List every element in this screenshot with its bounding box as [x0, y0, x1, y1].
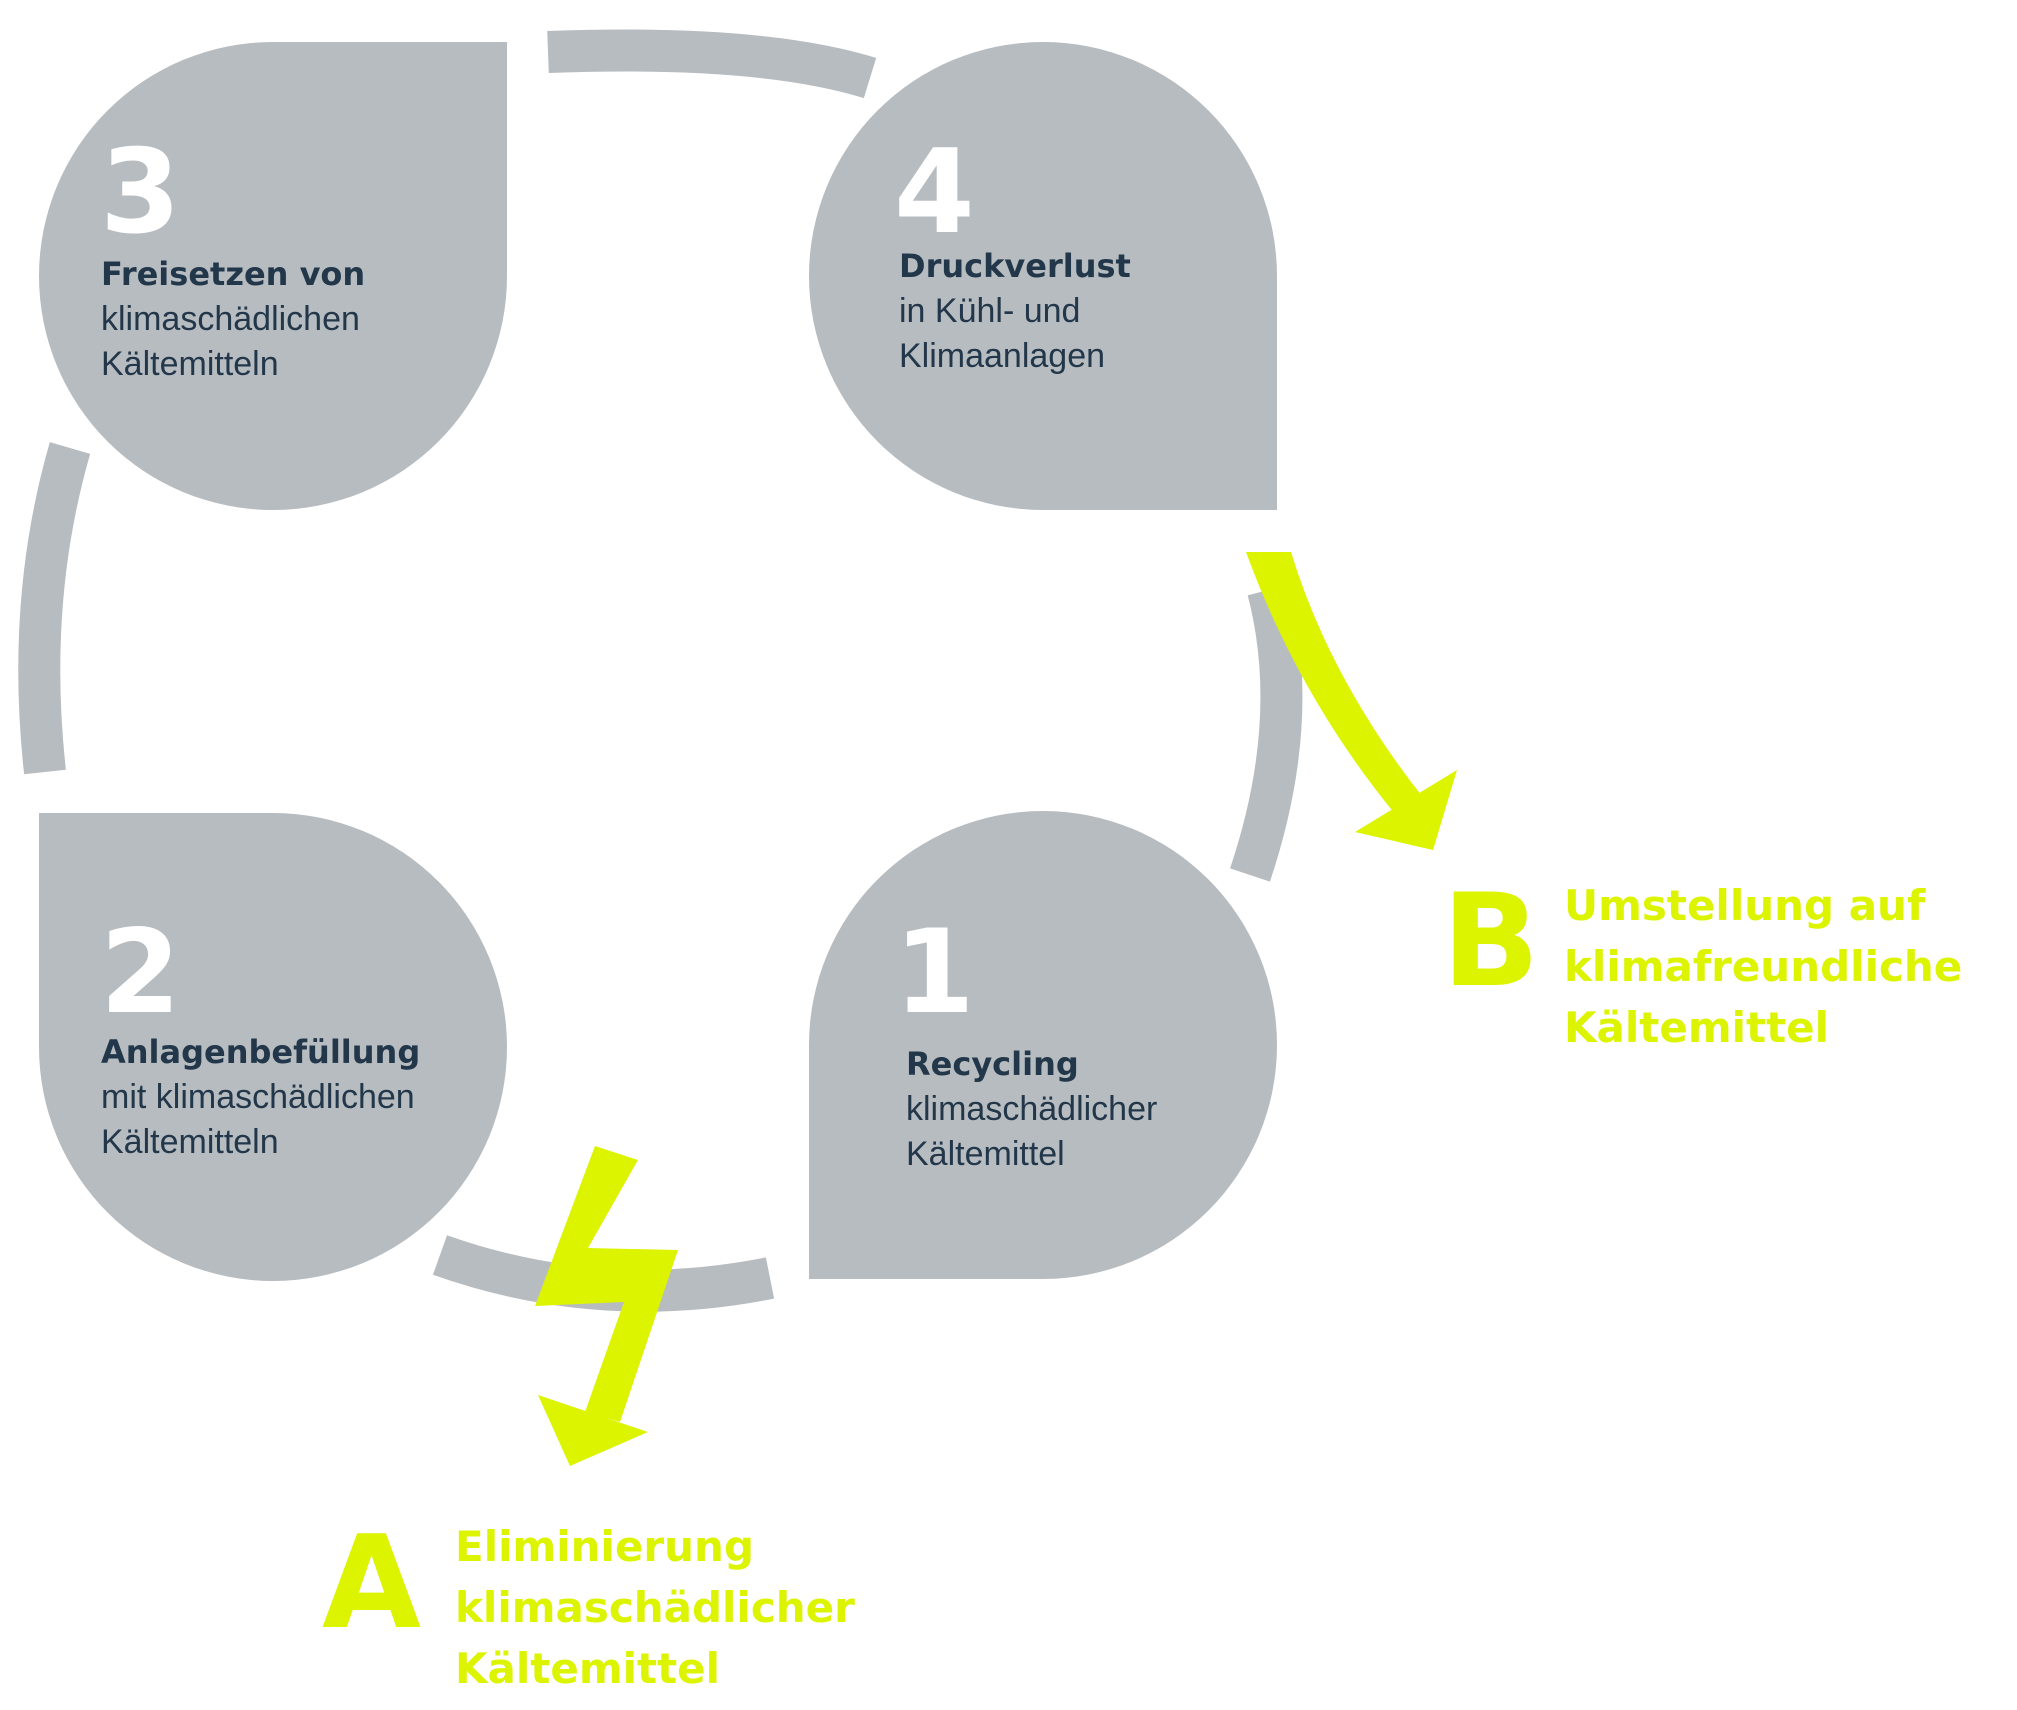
lightning-arrow-icon [535, 1146, 678, 1466]
curved-arrow-head [1355, 770, 1457, 850]
outcome-a-line-1: Eliminierung [455, 1522, 755, 1571]
step-4-number: 4 [894, 125, 975, 260]
step-4-line-2: Klimaanlagen [899, 337, 1106, 375]
step-4-line-1: in Kühl- und [899, 292, 1081, 330]
step-1-label: Recycling klimaschädlicher Kältemittel [906, 1042, 1157, 1177]
step-1-line-1: klimaschädlicher [906, 1090, 1158, 1128]
outcome-b-line-3: Kältemittel [1564, 1003, 1830, 1052]
curved-arrow-icon [1246, 552, 1457, 850]
outcome-a-line-2: klimaschädlicher [455, 1583, 855, 1632]
step-2-line-2: Kältemitteln [101, 1123, 279, 1161]
outcome-a-line-3: Kältemittel [455, 1644, 721, 1693]
step-2-shape [39, 813, 507, 1281]
step-3-line-2: Kältemitteln [101, 345, 279, 383]
outcome-b-letter: B [1442, 867, 1540, 1016]
step-2-line-1: mit klimaschädlichen [101, 1078, 415, 1116]
step-3-shape [39, 42, 507, 510]
step-1-line-2: Kältemittel [906, 1135, 1065, 1173]
step-4-shape [809, 42, 1277, 510]
outcome-a-letter: A [322, 1509, 422, 1658]
ring-segment-left [18, 442, 91, 775]
outcome-b-label: Umstellung auf klimafreundliche Kältemit… [1564, 875, 1962, 1058]
step-1-number: 1 [894, 905, 975, 1040]
ring-segment-top [547, 29, 877, 99]
lightning-bolt [535, 1146, 678, 1422]
step-1-shape [809, 811, 1277, 1279]
step-3-line-1: klimaschädlichen [101, 300, 360, 338]
step-4-label: Druckverlust in Kühl- und Klimaanlagen [899, 244, 1131, 379]
outcome-a-label: Eliminierung klimaschädlicher Kältemitte… [455, 1516, 855, 1699]
step-3-title: Freisetzen von [101, 255, 366, 293]
step-4-title: Druckverlust [899, 247, 1131, 285]
step-2-title: Anlagenbefüllung [101, 1033, 421, 1071]
step-2-label: Anlagenbefüllung mit klimaschädlichen Kä… [101, 1030, 420, 1165]
outcome-b-line-2: klimafreundliche [1564, 942, 1963, 991]
step-3-label: Freisetzen von klimaschädlichen Kältemit… [101, 252, 365, 387]
lightning-arrow-head [538, 1395, 648, 1466]
step-1-title: Recycling [906, 1045, 1079, 1083]
outcome-b-line-1: Umstellung auf [1564, 881, 1926, 930]
step-3-number: 3 [100, 125, 181, 260]
curved-arrow-shaft [1246, 552, 1425, 820]
ring-segment-right [1230, 584, 1303, 882]
step-2-number: 2 [100, 905, 181, 1040]
